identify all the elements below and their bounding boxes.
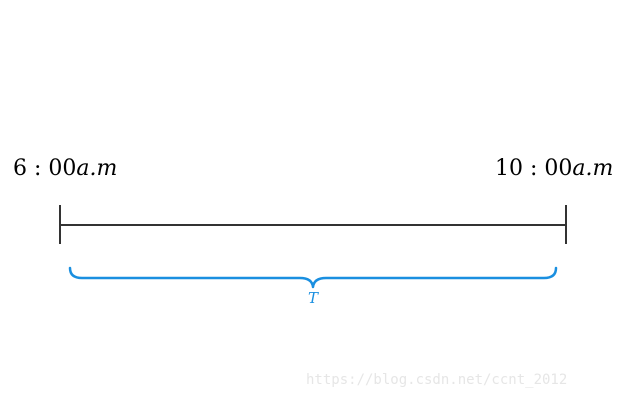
watermark-text: https://blog.csdn.net/ccnt_2012 xyxy=(306,372,568,388)
start-time-number: 6 : 00 xyxy=(13,156,77,181)
span-brace xyxy=(68,266,558,289)
end-time-number: 10 : 00 xyxy=(495,156,573,181)
end-time-suffix: a.m xyxy=(572,156,614,181)
span-label: T xyxy=(308,289,319,307)
start-time-label: 6 : 00a.m xyxy=(13,158,117,180)
start-time-suffix: a.m xyxy=(76,156,118,181)
end-time-label: 10 : 00a.m xyxy=(495,158,613,180)
